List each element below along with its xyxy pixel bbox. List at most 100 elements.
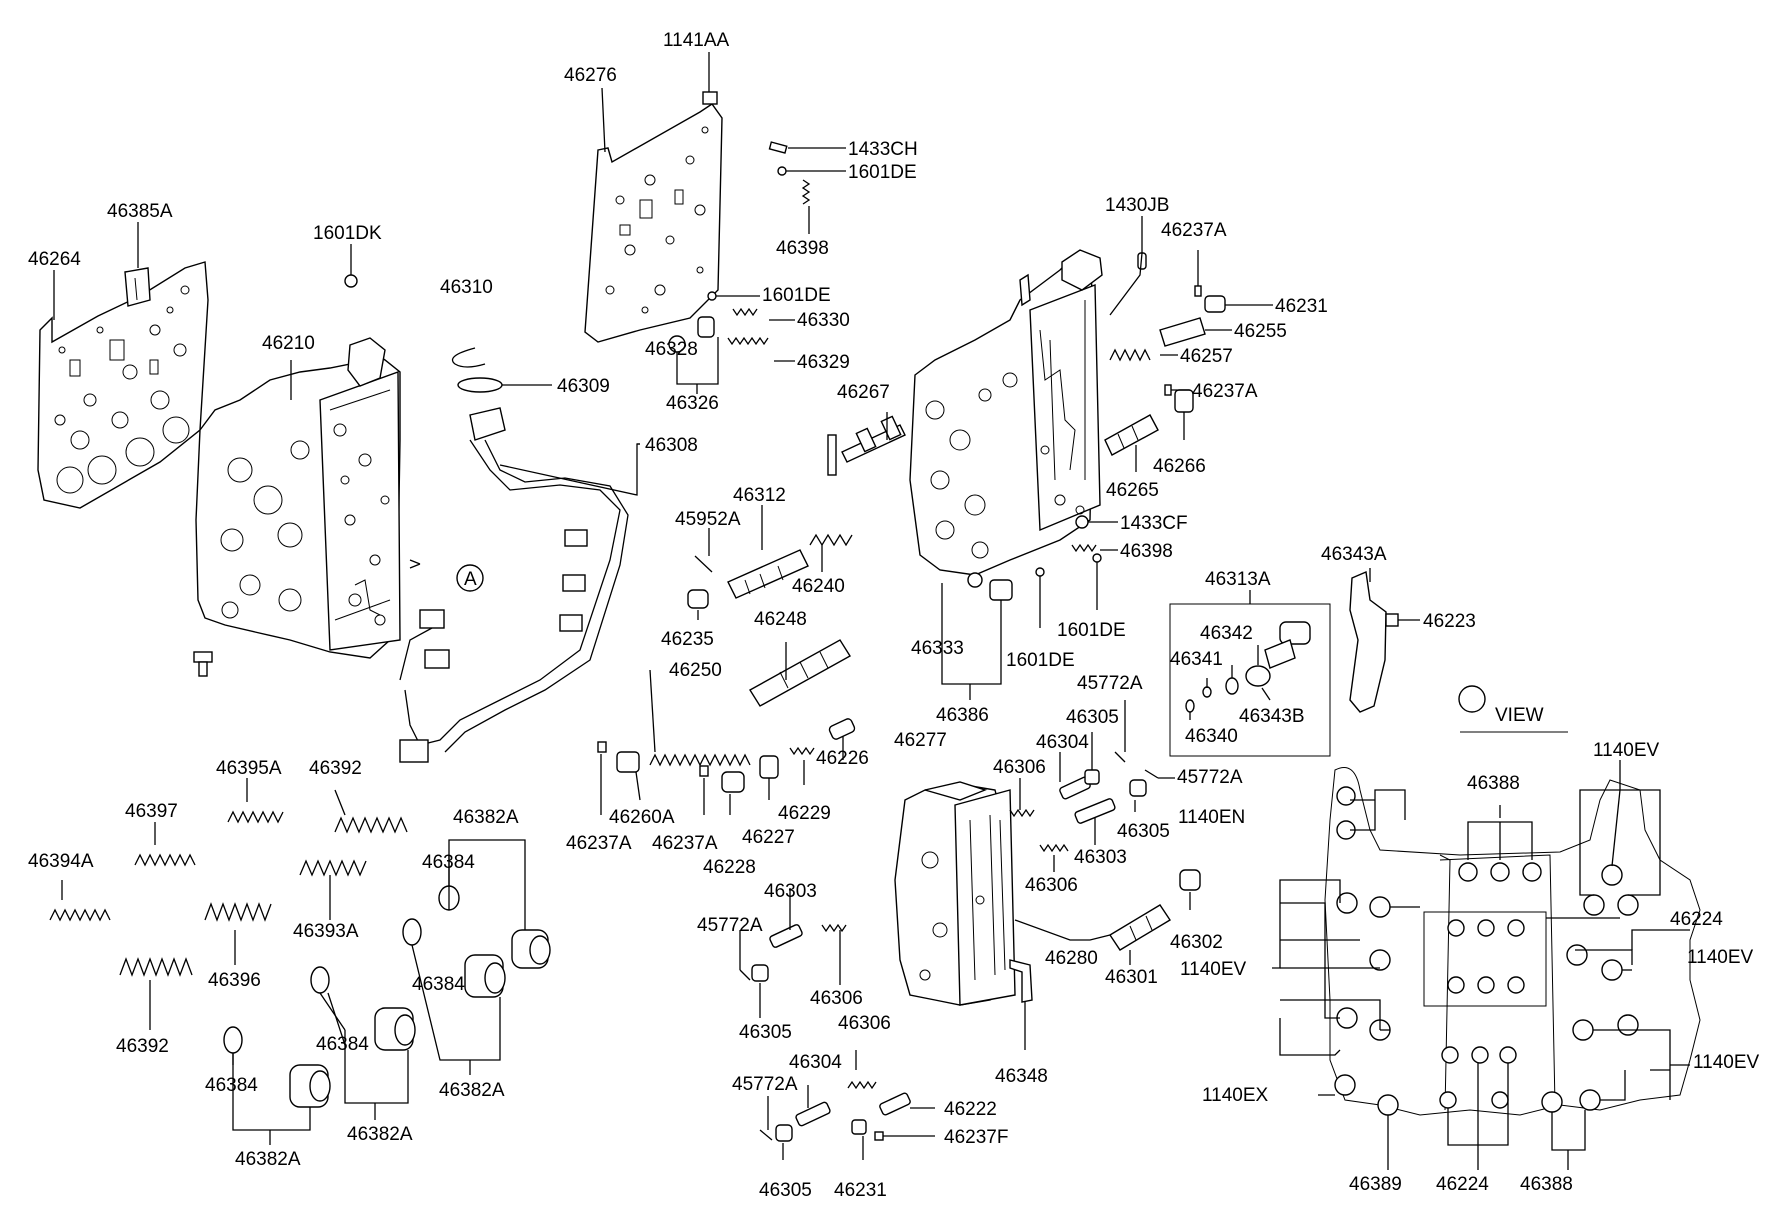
valve-46303-b: [769, 924, 803, 948]
label-45952A: 45952A: [675, 509, 741, 530]
spring-46398-b: [1071, 543, 1097, 553]
label-46237A: 46237A: [566, 833, 632, 854]
pin-45772A-a: [1114, 751, 1126, 763]
view-a-bolts: [1334, 786, 1639, 1116]
valve-46312: [727, 549, 809, 599]
washer-46384-c: [310, 966, 330, 994]
plug-46305-b: [1129, 779, 1147, 797]
wire-harness-46308: [399, 407, 629, 763]
spring-46257: [1109, 348, 1151, 362]
valve-46265: [1104, 414, 1159, 456]
callout-circle-a: [456, 564, 484, 592]
part-labels: 1141AA 46276 1433CH 1601DE 46398 46385A …: [28, 30, 1760, 1201]
filter-46385A: [124, 267, 151, 307]
plug-46302: [1179, 869, 1201, 891]
label-46224: 46224: [1436, 1174, 1489, 1195]
label-46386: 46386: [936, 705, 989, 726]
spool-46267: [827, 415, 906, 476]
label-46240: 46240: [792, 576, 845, 597]
label-46385A: 46385A: [107, 201, 173, 222]
label-46328: 46328: [645, 339, 698, 360]
label-46266: 46266: [1153, 456, 1206, 477]
label-46343A: 46343A: [1321, 544, 1387, 565]
label-46329: 46329: [797, 352, 850, 373]
label-46250: 46250: [669, 660, 722, 681]
label-1140EN: 1140EN: [1178, 807, 1245, 828]
label-view: VIEW: [1495, 705, 1544, 726]
plug-46305-a: [1084, 769, 1100, 785]
label-46237F: 46237F: [944, 1127, 1008, 1148]
group-box-46313A: [1169, 603, 1331, 757]
spring-46392-a: [334, 816, 408, 834]
plug-46235: [687, 589, 709, 609]
label-46398: 46398: [1120, 541, 1173, 562]
label-46392: 46392: [309, 758, 362, 779]
label-46398: 46398: [776, 238, 829, 259]
pin-46237A-b: [1164, 384, 1172, 396]
label-46308: 46308: [645, 435, 698, 456]
label-46264: 46264: [28, 249, 81, 270]
label-46389: 46389: [1349, 1174, 1402, 1195]
label-46306: 46306: [838, 1013, 891, 1034]
label-46301: 46301: [1105, 967, 1158, 988]
label-46255: 46255: [1234, 321, 1287, 342]
washer-46384-d: [223, 1026, 243, 1054]
spring-46306-b: [1039, 843, 1069, 853]
label-46226: 46226: [816, 748, 869, 769]
bolt-1141AA: [702, 91, 718, 105]
label-46304: 46304: [1036, 732, 1089, 753]
label-46326: 46326: [666, 393, 719, 414]
label-46237A: 46237A: [1161, 220, 1227, 241]
label-46343B: 46343B: [1239, 706, 1305, 727]
label-46348: 46348: [995, 1066, 1048, 1087]
label-46303: 46303: [764, 881, 817, 902]
label-46397: 46397: [125, 801, 178, 822]
label-1140EX: 1140EX: [1202, 1085, 1269, 1106]
label-1433CF: 1433CF: [1120, 513, 1188, 534]
spring-46306-d: [847, 1080, 877, 1090]
label-46228: 46228: [703, 857, 756, 878]
label-46306: 46306: [993, 757, 1046, 778]
spring-46330: [732, 307, 758, 317]
label-46257: 46257: [1180, 346, 1233, 367]
pin-45772A-b: [1144, 769, 1159, 779]
valve-46222: [879, 1092, 911, 1116]
ball-1601DE-c: [1092, 553, 1102, 563]
label-46248: 46248: [754, 609, 807, 630]
label-46305: 46305: [1117, 821, 1170, 842]
label-46231: 46231: [834, 1180, 887, 1201]
spring-46393A: [299, 859, 367, 877]
spring-46229: [789, 746, 815, 756]
ball-1601DE-b: [707, 291, 717, 301]
pin-46237A-a: [1194, 285, 1202, 297]
label-46333: 46333: [911, 638, 964, 659]
label-46384: 46384: [205, 1075, 258, 1096]
label-46388: 46388: [1467, 773, 1520, 794]
label-46260A: 46260A: [609, 807, 675, 828]
valve-46248: [749, 639, 851, 707]
label-1433CH: 1433CH: [848, 139, 918, 160]
valve-46301: [1109, 904, 1171, 951]
spring-46395A: [227, 810, 284, 824]
label-1141AA: 1141AA: [663, 30, 730, 51]
valve-46255: [1159, 317, 1206, 347]
plug-46305-c: [751, 964, 769, 982]
label-46224: 46224: [1670, 909, 1723, 930]
label-46384: 46384: [422, 852, 475, 873]
label-46394A: 46394A: [28, 851, 94, 872]
valve-46227: [759, 755, 779, 779]
label-46340: 46340: [1185, 726, 1238, 747]
ball-1601DE-a: [777, 166, 787, 176]
valve-body-46210: [195, 337, 401, 659]
bracket-46343A: [1349, 570, 1399, 713]
valve-body-upper: [909, 249, 1103, 576]
label-46237A: 46237A: [652, 833, 718, 854]
label-46382A: 46382A: [347, 1124, 413, 1145]
label-46277: 46277: [894, 730, 947, 751]
label-46302: 46302: [1170, 932, 1223, 953]
label-46235: 46235: [661, 629, 714, 650]
plug-46382A-d: [289, 1064, 331, 1108]
spring-46306-c: [821, 923, 847, 933]
